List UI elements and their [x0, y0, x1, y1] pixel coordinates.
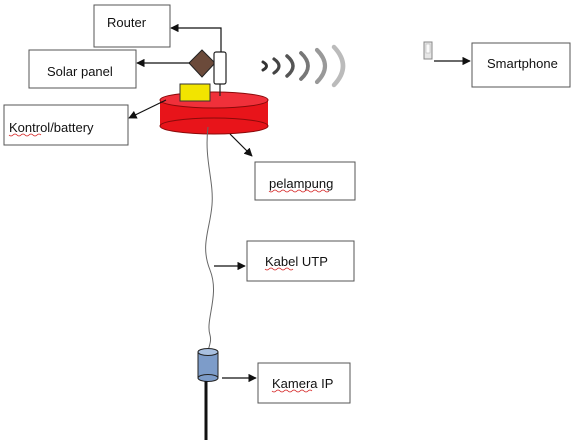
- utp-cable: [205, 126, 214, 353]
- kamera-ip-label: Kamera IP: [272, 376, 333, 391]
- kabel-utp-label-box: Kabel UTP: [246, 240, 355, 282]
- smartphone-icon: [423, 41, 433, 60]
- wifi-waves-icon: [261, 44, 346, 88]
- router-label: Router: [107, 15, 147, 30]
- arrows: [128, 23, 471, 383]
- buoy: [159, 91, 269, 135]
- kontrol-battery-label-box: Kontrol/battery: [3, 104, 129, 146]
- pelampung-label-box: pelampung: [254, 161, 356, 201]
- kabel-utp-label: Kabel UTP: [265, 254, 328, 269]
- solar-panel-label: Solar panel: [47, 64, 113, 79]
- router-antenna: [213, 51, 227, 85]
- pelampung-label: pelampung: [269, 176, 333, 191]
- kontrol-battery-arrow: [128, 99, 167, 119]
- router-label-box: Router: [93, 4, 171, 48]
- router-arrow: [170, 23, 222, 52]
- kontrol-battery-label: Kontrol/battery: [9, 120, 94, 135]
- ip-camera: [197, 348, 219, 440]
- smartphone-label-box: Smartphone: [471, 42, 571, 88]
- solar-panel-label-box: Solar panel: [28, 49, 137, 89]
- solar-panel-shape: [188, 49, 216, 78]
- kamera-ip-label-box: Kamera IP: [257, 362, 351, 404]
- smartphone-label: Smartphone: [487, 56, 558, 71]
- pelampung-arrow: [229, 133, 253, 157]
- battery-box: [179, 83, 211, 102]
